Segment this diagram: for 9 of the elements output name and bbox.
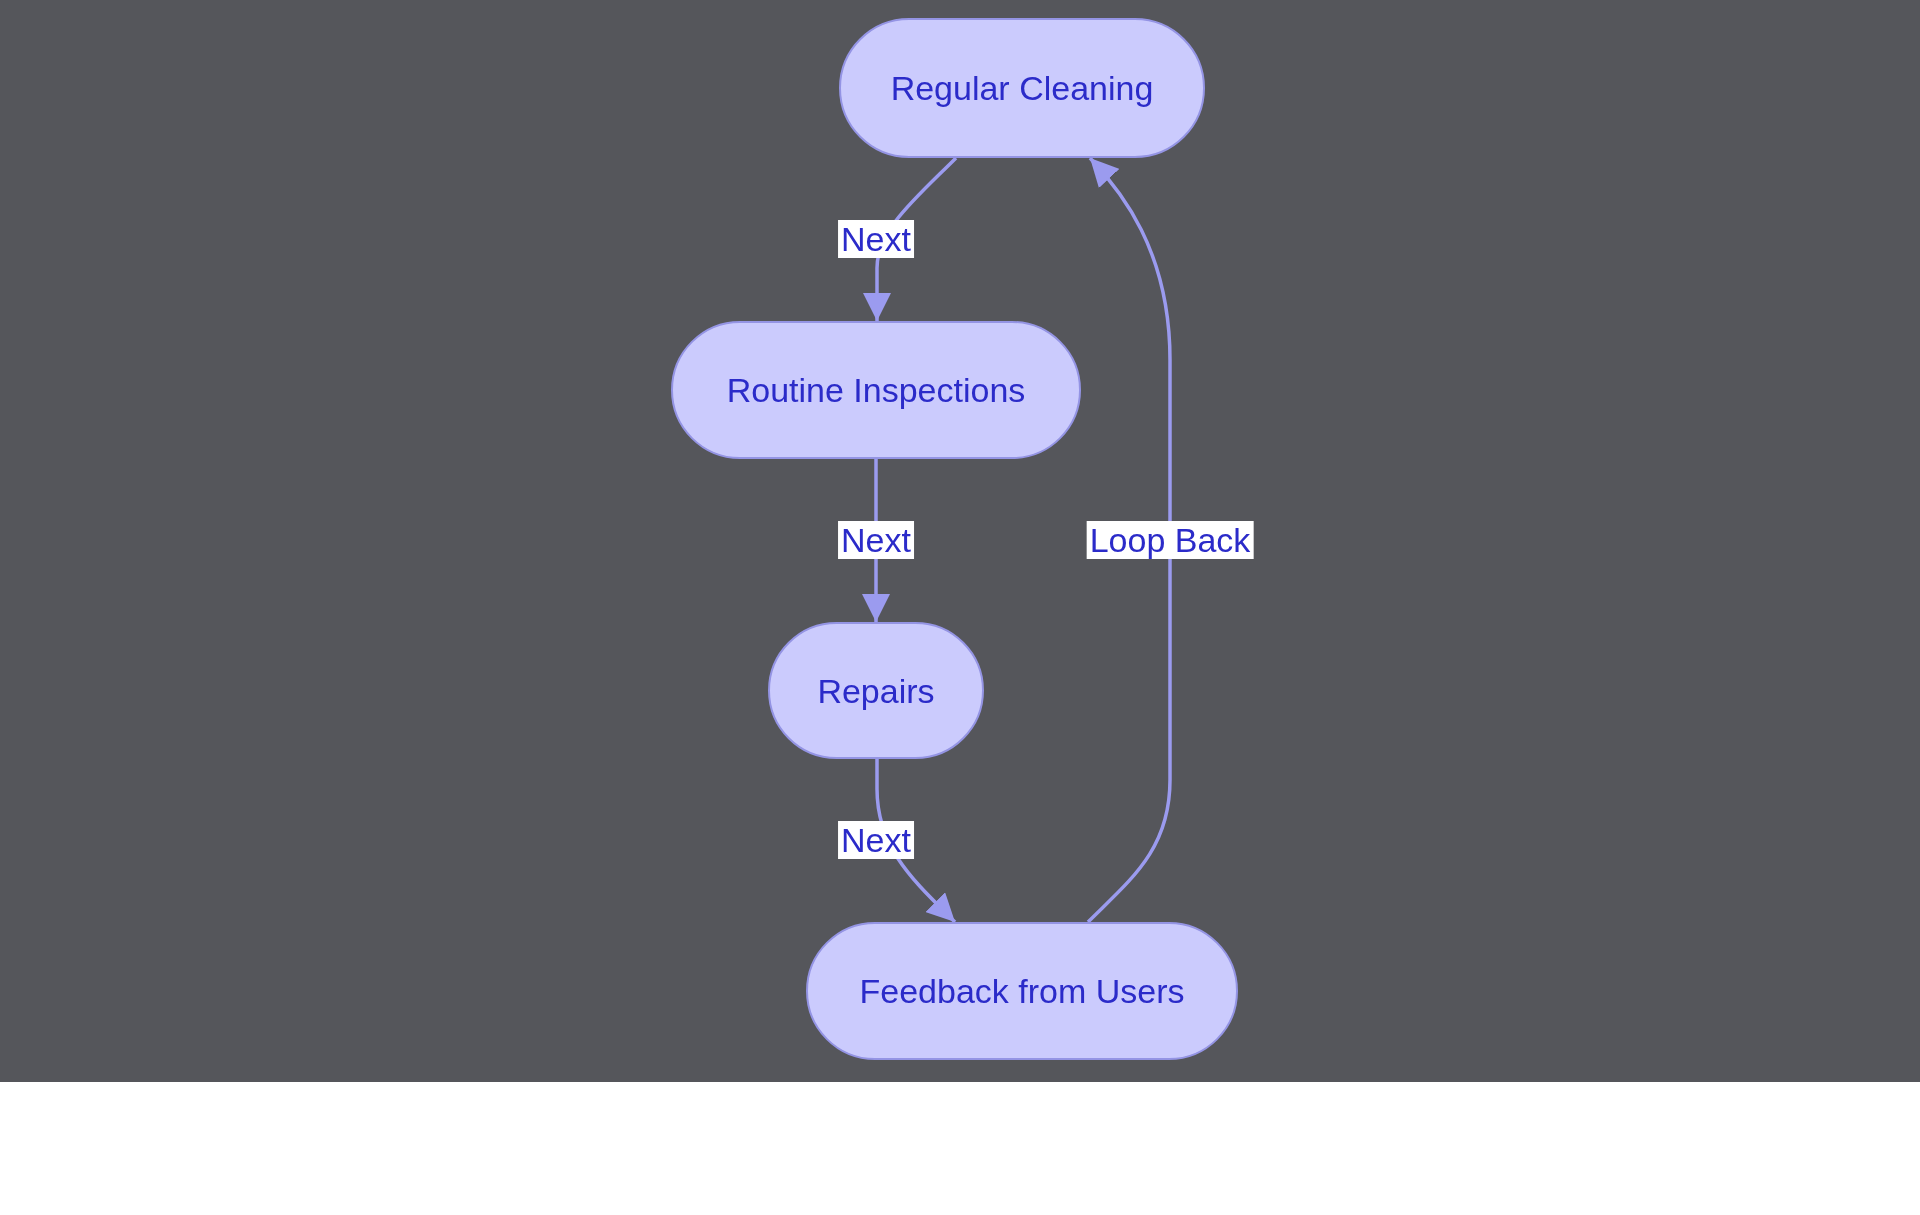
node-label: Routine Inspections xyxy=(726,370,1026,410)
node-label: Feedback from Users xyxy=(859,971,1185,1011)
edge-label: Next xyxy=(838,521,914,559)
node-label: Repairs xyxy=(817,670,935,711)
arrow xyxy=(1086,156,1172,924)
edge-label: Next xyxy=(838,821,914,859)
edge-label: Loop Back xyxy=(1086,521,1254,559)
node-label: Regular Cleaning xyxy=(890,68,1154,108)
edge-label: Next xyxy=(838,220,914,258)
